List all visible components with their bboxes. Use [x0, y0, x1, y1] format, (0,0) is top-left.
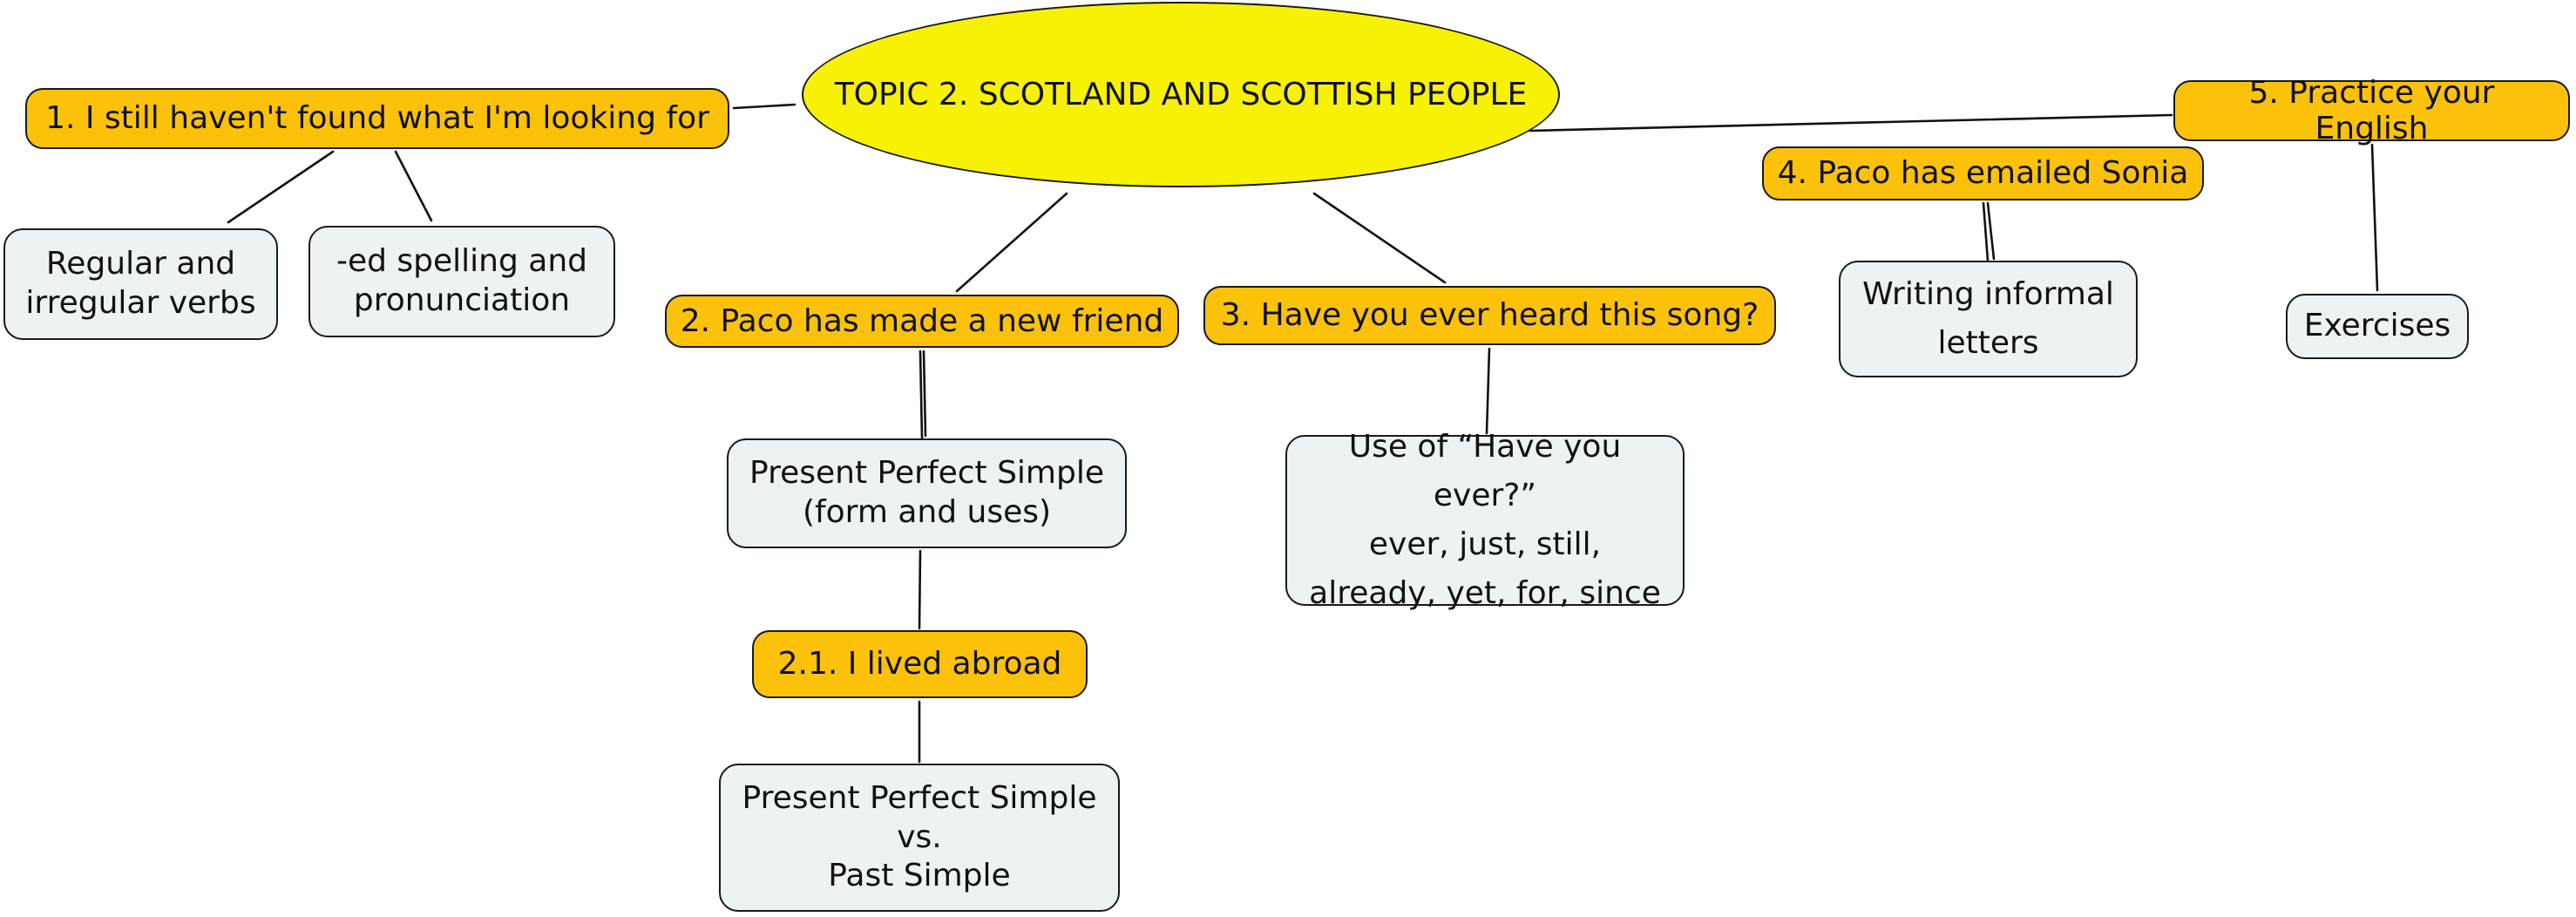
link-topic2-present-perfect-b	[922, 350, 927, 438]
informal-letters-label: Writing informal letters	[1862, 276, 2114, 361]
pps-vs-past-simple-label: Present Perfect Simple vs. Past Simple	[742, 780, 1097, 894]
link-center-topic1	[732, 103, 797, 110]
pps-vs-past-simple-node[interactable]: Present Perfect Simple vs. Past Simple	[719, 764, 1120, 912]
topic-2-1-label: 2.1. I lived abroad	[777, 646, 1062, 683]
link-center-topic5	[1528, 113, 2173, 132]
exercises-node[interactable]: Exercises	[2286, 294, 2469, 359]
topic-3-node[interactable]: 3. Have you ever heard this song?	[1203, 286, 1776, 345]
topic-1-node[interactable]: 1. I still haven't found what I'm lookin…	[25, 88, 729, 149]
present-perfect-simple-label: Present Perfect Simple (form and uses)	[749, 455, 1104, 530]
central-topic-label: TOPIC 2. SCOTLAND AND SCOTTISH PEOPLE	[834, 76, 1528, 112]
link-present-perfect-topic21	[918, 549, 922, 630]
topic-2-label: 2. Paco has made a new friend	[680, 302, 1164, 339]
informal-letters-node[interactable]: Writing informal letters	[1839, 261, 2138, 377]
regular-irregular-verbs-node[interactable]: Regular and irregular verbs	[3, 228, 278, 340]
link-topic5-exercises	[2370, 143, 2379, 292]
topic-3-label: 3. Have you ever heard this song?	[1220, 297, 1759, 334]
topic-5-node[interactable]: 5. Practice your English	[2173, 75, 2570, 146]
link-topic1-regular-verbs	[227, 150, 335, 224]
link-center-topic2	[955, 192, 1068, 293]
topic-4-label: 4. Paco has emailed Sonia	[1777, 155, 2189, 192]
regular-irregular-verbs-label: Regular and irregular verbs	[25, 246, 256, 321]
exercises-label: Exercises	[2303, 308, 2451, 344]
topic-1-label: 1. I still haven't found what I'm lookin…	[45, 100, 709, 137]
have-you-ever-node[interactable]: Use of “Have you ever?” ever, just, stil…	[1285, 429, 1685, 611]
link-topic1-ed-spelling	[394, 150, 433, 222]
topic-5-label: 5. Practice your English	[2248, 74, 2495, 146]
link-topic4-informal-letters-b	[1986, 201, 1996, 261]
ed-spelling-label: -ed spelling and pronunciation	[336, 243, 588, 318]
topic-2-1-node[interactable]: 2.1. I lived abroad	[752, 630, 1088, 698]
link-center-topic3	[1312, 192, 1447, 284]
topic-2-node[interactable]: 2. Paco has made a new friend	[665, 295, 1179, 348]
ed-spelling-node[interactable]: -ed spelling and pronunciation	[308, 226, 615, 337]
topic-4-node[interactable]: 4. Paco has emailed Sonia	[1762, 146, 2204, 200]
link-topic2-present-perfect	[919, 350, 924, 439]
have-you-ever-label: Use of “Have you ever?” ever, just, stil…	[1309, 429, 1661, 611]
link-topic4-informal-letters	[1982, 201, 1990, 262]
link-topic3-have-you-ever	[1485, 347, 1491, 435]
central-topic[interactable]: TOPIC 2. SCOTLAND AND SCOTTISH PEOPLE	[802, 2, 1560, 187]
present-perfect-simple-node[interactable]: Present Perfect Simple (form and uses)	[727, 438, 1127, 548]
